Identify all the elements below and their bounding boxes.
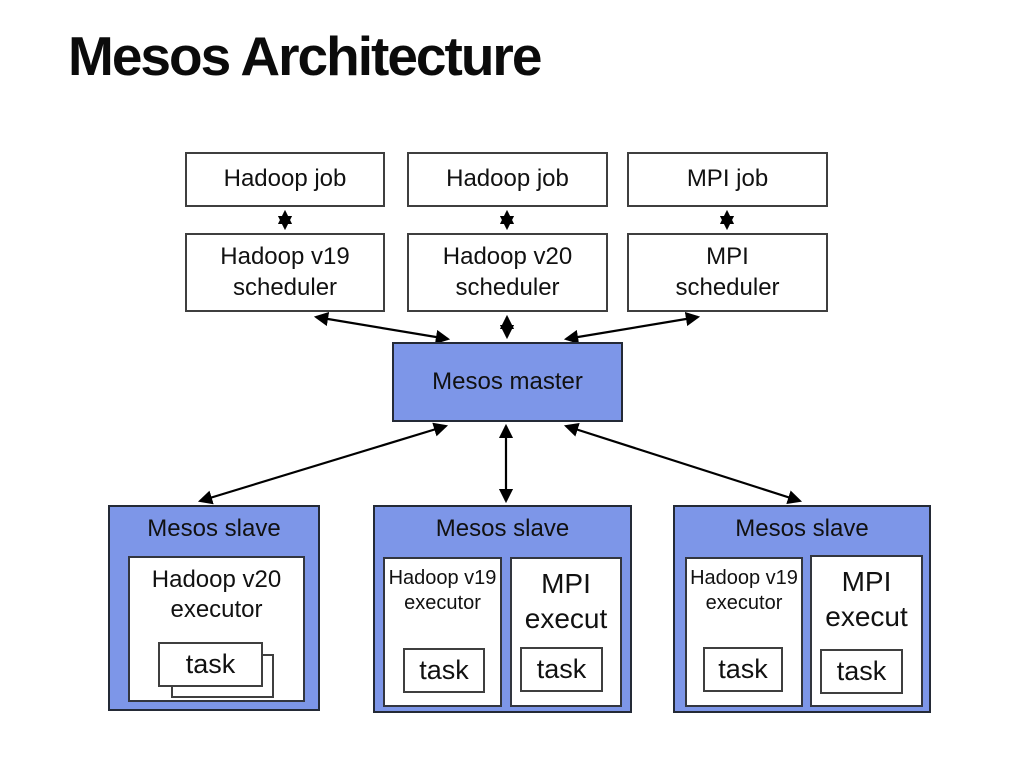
node-mpi-scheduler: MPI scheduler <box>627 233 828 312</box>
node-mpi-executor-2: MPI execut task <box>810 555 923 707</box>
node-mesos-slave-2: Mesos slave Hadoop v19 executor task MPI… <box>373 505 632 713</box>
node-hadoop-job-2: Hadoop job <box>407 152 608 207</box>
arrow-master-slave1 <box>197 422 449 505</box>
executor-label: Hadoop v20 executor <box>151 566 282 623</box>
executor-label: Hadoop v19 executor <box>690 567 798 614</box>
slave-1-label: Mesos slave <box>147 515 281 542</box>
node-mesos-slave-3: Mesos slave Hadoop v19 executor task MPI… <box>673 505 931 713</box>
node-hadoop-v19-executor-2: Hadoop v19 executor task <box>685 557 803 707</box>
executor-label: MPI execut <box>524 568 608 634</box>
arrow-scheduler3-master <box>563 311 701 345</box>
node-hadoop-v20-scheduler: Hadoop v20 scheduler <box>407 233 608 312</box>
task-box: task <box>703 647 783 692</box>
task-box: task <box>520 647 603 692</box>
arrow-master-slave3 <box>563 422 803 505</box>
slave-3-label: Mesos slave <box>735 515 869 542</box>
node-mesos-master: Mesos master <box>392 342 623 422</box>
executor-label: MPI execut <box>825 566 908 632</box>
task-box: task <box>403 648 485 693</box>
task-box: task <box>820 649 903 694</box>
node-mpi-executor-1: MPI execut task <box>510 557 622 707</box>
task-box: task <box>158 642 263 687</box>
node-hadoop-v20-executor: Hadoop v20 executor task <box>128 556 305 702</box>
arrow-scheduler1-master <box>313 311 451 345</box>
slide-title: Mesos Architecture <box>68 25 542 87</box>
node-hadoop-job-1: Hadoop job <box>185 152 385 207</box>
executor-label: Hadoop v19 executor <box>388 567 497 614</box>
node-hadoop-v19-scheduler: Hadoop v19 scheduler <box>185 233 385 312</box>
slave-2-label: Mesos slave <box>435 515 570 542</box>
node-mesos-slave-1: Mesos slave Hadoop v20 executor task <box>108 505 320 711</box>
node-mpi-job: MPI job <box>627 152 828 207</box>
node-hadoop-v19-executor-1: Hadoop v19 executor task <box>383 557 502 707</box>
